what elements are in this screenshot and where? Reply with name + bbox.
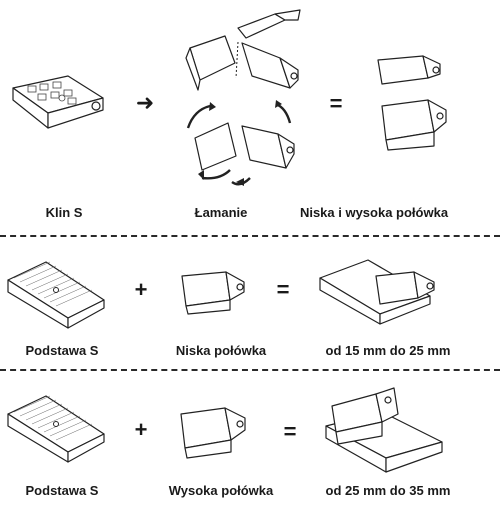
label-klin-s: Klin S (45, 205, 83, 220)
equals-operator-1: = (329, 91, 343, 116)
dashed-divider (0, 369, 500, 371)
row-high-range: + = Podstawa S Wysoka połówka od 25 mm d… (0, 372, 500, 512)
base-s-illustration (7, 261, 105, 329)
label-podstawa-s-1: Podstawa S (25, 343, 99, 358)
label-podstawa-s-2: Podstawa S (25, 483, 99, 498)
arrow-operator: ➜ (135, 90, 155, 115)
equals-operator-2: = (276, 277, 290, 302)
label-range-15-25: od 15 mm do 25 mm (325, 343, 451, 358)
row-breaking: ➜ (0, 0, 500, 232)
halves-illustration (377, 55, 447, 151)
label-range-25-35: od 25 mm do 35 mm (325, 483, 451, 498)
plus-operator-1: + (134, 277, 148, 302)
row-low-range: + = Podstawa S Niska połówka od 15 mm do… (0, 240, 500, 368)
equals-operator-3: = (283, 419, 297, 444)
label-niska-polowka: Niska połówka (175, 343, 267, 358)
high-half-illustration (180, 407, 246, 459)
label-wysoka-polowka: Wysoka połówka (168, 483, 274, 498)
low-assembly-illustration (319, 259, 435, 325)
base-s-illustration (7, 395, 105, 463)
klin-s-wedge-illustration (12, 75, 104, 129)
dashed-divider (0, 235, 500, 237)
high-assembly-illustration (325, 387, 443, 473)
low-half-illustration (181, 271, 245, 315)
label-lamanie: Łamanie (194, 205, 248, 220)
label-niska-i-wysoka: Niska i wysoka połówka (299, 205, 449, 220)
breaking-illustration (185, 9, 301, 186)
plus-operator-2: + (134, 417, 148, 442)
